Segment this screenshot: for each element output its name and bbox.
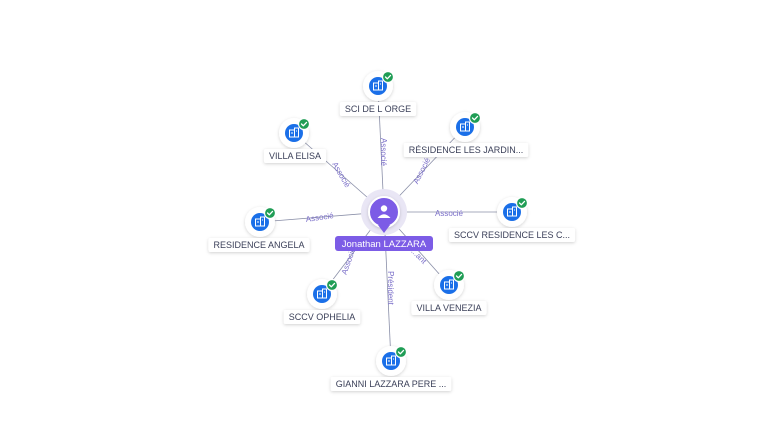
company-label-bg	[411, 301, 487, 315]
company-label: SCI DE L ORGE	[345, 104, 411, 114]
company-label: SCCV RESIDENCE LES C...	[454, 230, 570, 240]
company-label-bg	[330, 377, 452, 391]
building-icon	[444, 279, 454, 290]
company-label-group: VILLA ELISA	[263, 149, 327, 163]
building-icon	[289, 127, 299, 138]
company-node[interactable]: SCI DE L ORGE	[339, 70, 417, 116]
nodes-layer: SCI DE L ORGE VILLA ELISA RÉSIDENCE LES JA…	[208, 70, 576, 391]
company-label: VILLA ELISA	[269, 151, 321, 161]
edge-label: Associé	[305, 211, 335, 224]
building-icon	[317, 288, 327, 299]
check-icon	[394, 345, 408, 359]
company-label-group: RESIDENCE ANGELA	[208, 238, 310, 252]
company-label-group: GIANNI LAZZARA PERE ...	[330, 377, 452, 391]
company-label: RESIDENCE ANGELA	[213, 240, 304, 250]
edge-label: Président	[386, 271, 395, 306]
company-node[interactable]: RESIDENCE ANGELA	[208, 206, 310, 252]
check-icon	[297, 117, 311, 131]
edge-label: Associé	[411, 156, 432, 186]
check-icon	[263, 206, 277, 220]
building-icon	[460, 121, 470, 132]
company-label-group: SCCV OPHELIA	[283, 310, 361, 324]
center-label: Jonathan LAZZARA	[342, 239, 427, 250]
company-label-bg	[283, 310, 361, 324]
center-pin-tip	[378, 225, 390, 233]
company-node[interactable]: GIANNI LAZZARA PERE ...	[330, 345, 452, 391]
company-label-group: SCI DE L ORGE	[339, 102, 417, 116]
center-label-bg	[335, 236, 433, 251]
company-label-bg	[339, 102, 417, 116]
edge-label: Associé	[330, 160, 352, 189]
building-icon	[386, 355, 396, 366]
company-label-group: RÉSIDENCE LES JARDIN...	[403, 143, 529, 157]
company-label-bg	[208, 238, 310, 252]
check-icon	[515, 196, 529, 210]
company-node[interactable]: VILLA VENEZIA	[411, 269, 487, 315]
company-label: GIANNI LAZZARA PERE ...	[336, 379, 447, 389]
company-label-group: SCCV RESIDENCE LES C...	[448, 228, 576, 242]
center-pin[interactable]	[368, 196, 400, 228]
company-label-bg	[448, 228, 576, 242]
building-icon	[373, 80, 383, 91]
edge-label: Associé	[379, 138, 388, 167]
check-icon	[325, 278, 339, 292]
company-node[interactable]: SCCV RESIDENCE LES C...	[448, 196, 576, 242]
company-node[interactable]: VILLA ELISA	[263, 117, 327, 163]
edge-label: Associé	[435, 209, 464, 218]
company-node[interactable]: RÉSIDENCE LES JARDIN...	[403, 111, 529, 157]
center-node[interactable]: Jonathan LAZZARA	[335, 189, 433, 251]
check-icon	[468, 111, 482, 125]
company-label-group: VILLA VENEZIA	[411, 301, 487, 315]
check-icon	[452, 269, 466, 283]
person-icon	[377, 205, 391, 218]
company-label: SCCV OPHELIA	[289, 312, 356, 322]
company-label: RÉSIDENCE LES JARDIN...	[409, 145, 524, 155]
company-node[interactable]: SCCV OPHELIA	[283, 278, 361, 324]
company-label-bg	[263, 149, 327, 163]
building-icon	[255, 216, 265, 227]
check-icon	[381, 70, 395, 84]
company-label: VILLA VENEZIA	[416, 303, 481, 313]
building-icon	[507, 206, 517, 217]
company-label-bg	[403, 143, 529, 157]
